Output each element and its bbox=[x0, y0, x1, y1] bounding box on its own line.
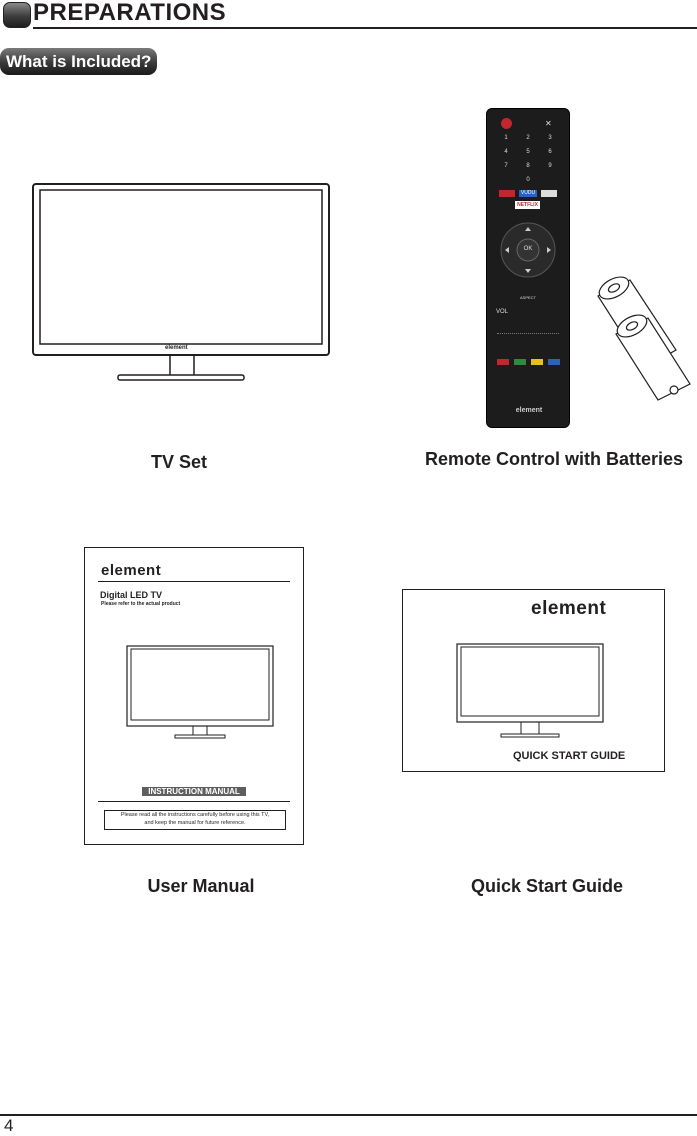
caption-user-manual: User Manual bbox=[147, 876, 255, 896]
header-badge-icon bbox=[3, 2, 31, 28]
digit-2: 2 bbox=[526, 135, 530, 141]
section-heading: What is Included? bbox=[0, 48, 158, 75]
remote-brand-logo: element bbox=[515, 407, 543, 414]
manual-notice-line-1: Please read all the instructions careful… bbox=[120, 812, 270, 818]
remote-control-illustration: ✕ 1 2 3 4 5 6 7 8 9 0 VUDU NETFLIX OK AS… bbox=[486, 108, 570, 428]
transport-row bbox=[497, 333, 559, 340]
page-title: PREPARATIONS bbox=[33, 0, 227, 26]
vol-label: VOL bbox=[495, 309, 508, 315]
mute-icon: ✕ bbox=[545, 119, 552, 128]
digit-3: 3 bbox=[548, 135, 552, 141]
digit-1: 1 bbox=[504, 135, 508, 141]
manual-notice-box: Please read all the instructions careful… bbox=[104, 810, 286, 830]
digit-9: 9 bbox=[548, 163, 552, 169]
caption-remote-control: Remote Control with Batteries bbox=[424, 449, 684, 469]
footer-rule bbox=[0, 1114, 697, 1116]
green-key-icon bbox=[514, 359, 526, 365]
manual-rule-bottom bbox=[98, 801, 290, 802]
caption-quick-start-guide: Quick Start Guide bbox=[470, 876, 624, 896]
tv-brand-logo: element bbox=[165, 345, 188, 351]
digit-5: 5 bbox=[526, 149, 530, 155]
batteries-illustration bbox=[597, 276, 691, 401]
header-rule bbox=[33, 27, 697, 29]
red-key-icon bbox=[497, 359, 509, 365]
quick-start-guide-cover: element QUICK START GUIDE bbox=[402, 589, 665, 772]
youtube-app-icon bbox=[499, 190, 515, 197]
tv-set-illustration bbox=[32, 183, 330, 381]
page-number: 4 bbox=[4, 1116, 14, 1135]
manual-product-title: Digital LED TV bbox=[100, 590, 163, 600]
digit-6: 6 bbox=[548, 149, 552, 155]
dpad-icon bbox=[500, 222, 556, 278]
digit-4: 4 bbox=[504, 149, 508, 155]
guide-brand-logo: element bbox=[531, 598, 607, 619]
manual-product-subtitle: Please refer to the actual product bbox=[101, 601, 181, 607]
digit-0: 0 bbox=[526, 177, 530, 183]
manual-brand-logo: element bbox=[101, 562, 162, 579]
yellow-key-icon bbox=[531, 359, 543, 365]
manual-tv-illustration bbox=[126, 645, 274, 739]
blue-key-icon bbox=[548, 359, 560, 365]
user-manual-cover: element Digital LED TV Please refer to t… bbox=[84, 547, 304, 845]
vudu-app-button: VUDU bbox=[519, 190, 537, 197]
amazon-app-icon bbox=[541, 190, 557, 197]
manual-rule-top bbox=[98, 581, 290, 582]
digit-7: 7 bbox=[504, 163, 508, 169]
ok-button: OK bbox=[523, 246, 533, 252]
power-button-icon bbox=[501, 118, 512, 129]
aspect-button: ASPECT bbox=[519, 295, 536, 300]
netflix-app-button: NETFLIX bbox=[515, 201, 540, 209]
manual-cover-label: INSTRUCTION MANUAL bbox=[142, 787, 246, 796]
guide-tv-illustration bbox=[456, 643, 604, 738]
caption-tv-set: TV Set bbox=[150, 452, 207, 472]
digit-8: 8 bbox=[526, 163, 530, 169]
guide-cover-label: QUICK START GUIDE bbox=[513, 750, 626, 762]
manual-notice-line-2: and keep the manual for future reference… bbox=[144, 820, 246, 826]
